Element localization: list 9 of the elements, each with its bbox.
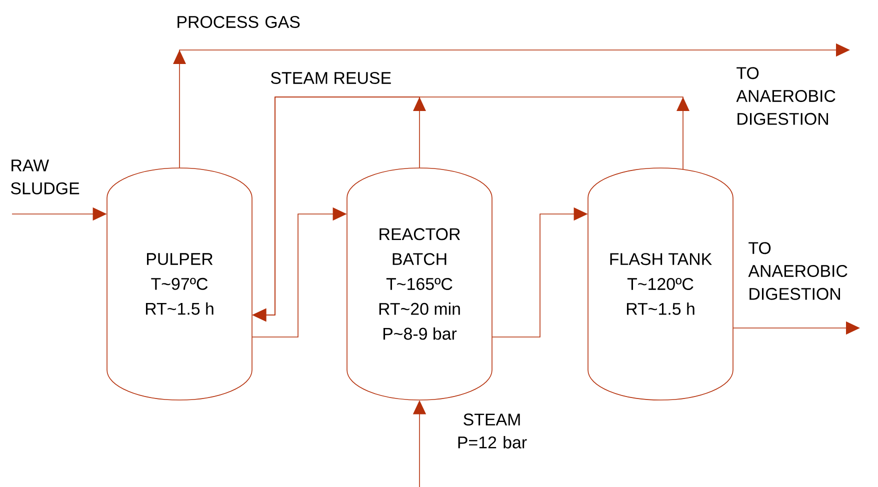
stream-label: RAW SLUDGE [10, 160, 80, 194]
stream-label: STEAM REUSE [270, 72, 391, 84]
stream-label: TO ANAEROBIC DIGESTION [748, 242, 848, 300]
edge-label: PROCESS GAS [178, 16, 300, 28]
edge-label: STEAM P=12 bar [458, 414, 527, 448]
tank-vessel: FLASH TANK T~120ºC RT~1.5 h [588, 168, 734, 400]
stream-label: TO ANAEROBIC DIGESTION [736, 67, 836, 125]
tank-vessel: PULPER T~97ºC RT~1.5 h [106, 168, 252, 400]
tank-vessel: REACTOR BATCH T~165ºC RT~20 min P~8-9 bar [346, 168, 492, 400]
